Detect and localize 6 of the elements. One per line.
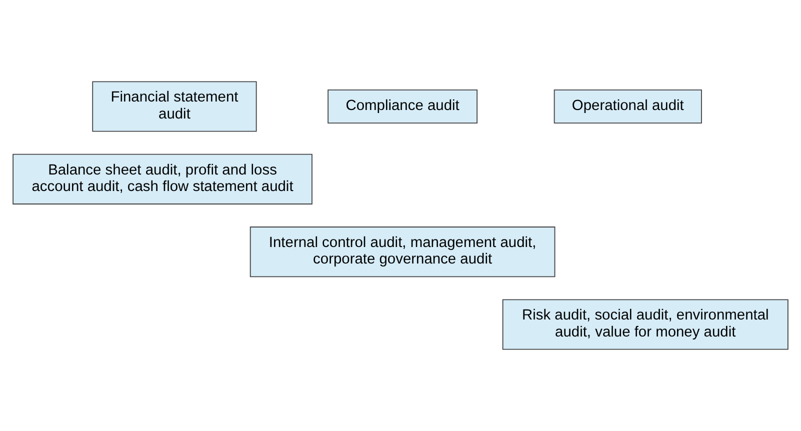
node-box: Financial statement audit [92,81,257,132]
node-box: Internal control audit, management audit, corporate governance audit [250,226,556,278]
node-box: Compliance audit [328,90,478,124]
node-box: Risk audit, social audit, environmental audit, value for money audit [502,299,788,350]
node-box: Balance sheet audit, profit and loss account audit, cash flow statement audit [12,154,312,204]
node-box: Operational audit [554,90,702,124]
